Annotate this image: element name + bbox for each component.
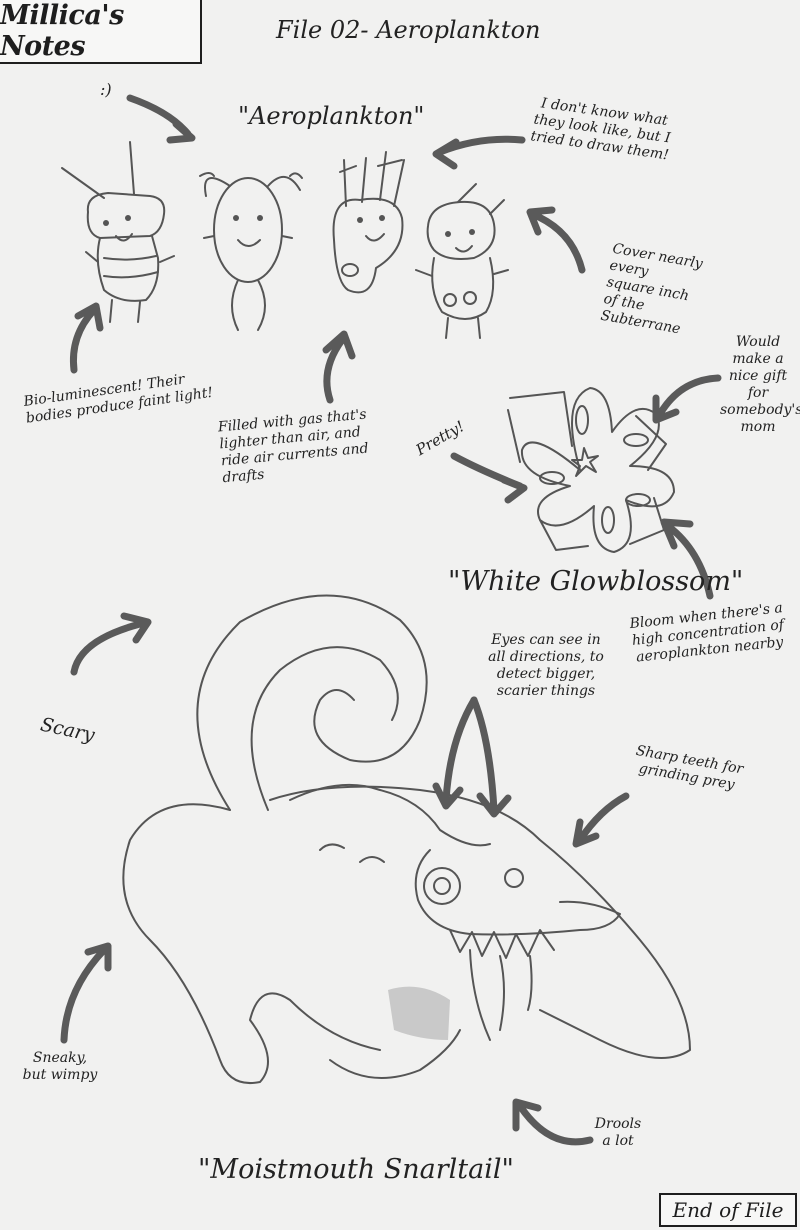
note-cover-subterrane: Cover nearly every square inch of the Su… — [599, 240, 704, 338]
end-of-file-label: End of File — [672, 1198, 784, 1222]
glowblossom-label: "White Glowblossom" — [448, 566, 744, 597]
aeroplankton-creature-1 — [61, 141, 175, 323]
snarltail-drawing — [122, 594, 691, 1084]
snarltail-label: "Moistmouth Snarltail" — [198, 1154, 514, 1185]
aeroplankton-creature-3 — [332, 151, 405, 294]
note-drools: Drools a lot — [594, 1116, 642, 1149]
file-title: File 02- Aeroplankton — [276, 16, 541, 44]
glowblossom-drawing — [507, 387, 675, 553]
aeroplankton-creature-4 — [415, 183, 509, 339]
notebook-title: Millica's Notes — [0, 0, 124, 62]
note-eyes: Eyes can see in all directions, to detec… — [488, 632, 604, 699]
end-of-file-box: End of File — [659, 1193, 797, 1227]
aeroplankton-creature-2 — [199, 172, 303, 331]
sketch-arrows — [60, 94, 722, 1146]
note-gift-idea: Would make a nice gift for somebody's mo… — [720, 334, 800, 435]
smiley-note: :) — [100, 80, 112, 99]
notebook-title-box: Millica's Notes — [0, 0, 202, 64]
aeroplankton-label: "Aeroplankton" — [238, 102, 425, 130]
note-sneaky: Sneaky, but wimpy — [22, 1050, 98, 1083]
